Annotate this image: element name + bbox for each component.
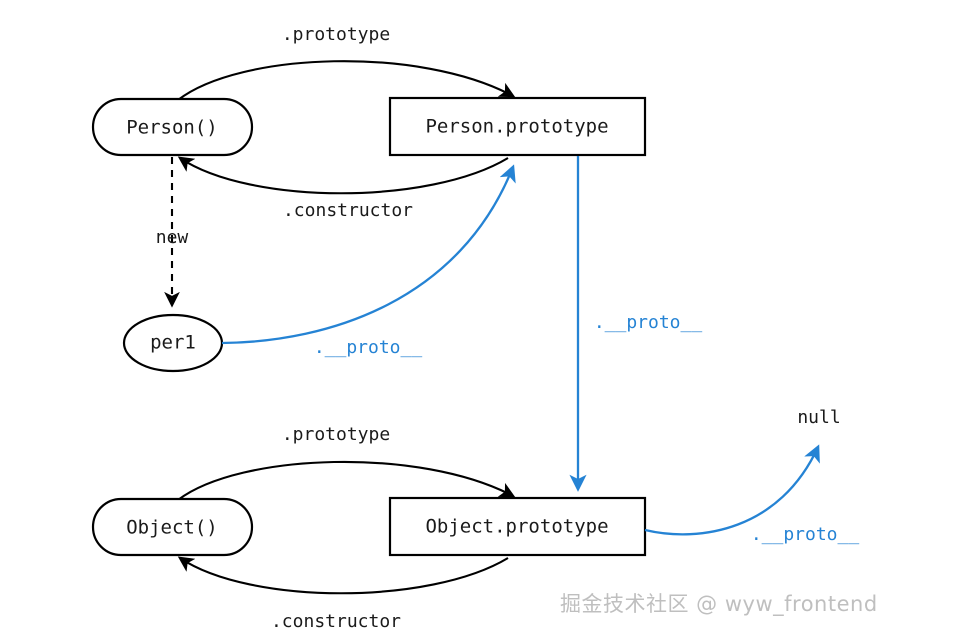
node-label-null: null <box>797 407 840 428</box>
node-label-per1: per1 <box>150 332 196 354</box>
edge-label-person-prototype: .prototype <box>282 24 390 45</box>
node-label-object-function: Object() <box>126 517 218 539</box>
node-label-person-prototype: Person.prototype <box>425 116 608 138</box>
edge-label-per1-proto: .__proto__ <box>314 337 423 358</box>
node-object-prototype[interactable] <box>388 496 647 557</box>
edge-per1-proto <box>221 164 516 345</box>
edge-person-prototype <box>177 60 516 101</box>
edge-label-person-proto-to-object-proto: .__proto__ <box>594 312 703 333</box>
edge-object-proto-null <box>644 444 820 536</box>
node-person-function[interactable] <box>91 97 254 157</box>
node-label-object-prototype: Object.prototype <box>425 516 608 538</box>
watermark: 掘金技术社区 @ wyw_frontend <box>560 592 878 616</box>
node-object-function[interactable] <box>91 497 254 557</box>
edge-person-constructor <box>177 156 509 195</box>
edge-label-object-prototype: .prototype <box>282 424 390 445</box>
edge-label-new: new <box>156 227 189 248</box>
edge-object-constructor <box>177 556 509 595</box>
edge-object-prototype <box>177 460 516 501</box>
node-label-person-function: Person() <box>126 117 218 139</box>
edge-label-object-constructor: .constructor <box>271 611 401 632</box>
edge-label-object-proto-null: .__proto__ <box>751 524 860 545</box>
edge-label-person-constructor: .constructor <box>283 200 413 221</box>
node-person-prototype[interactable] <box>388 96 647 157</box>
